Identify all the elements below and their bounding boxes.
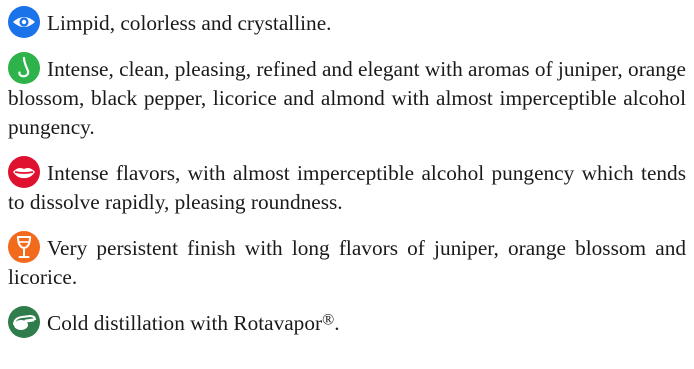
note-taste-text: Intense flavors, with almost imperceptib… [8, 161, 686, 214]
note-production: Cold distillation with Rotavapor®. [8, 306, 686, 338]
note-finish-text: Very persistent finish with long flavors… [8, 236, 686, 289]
mouth-icon [8, 156, 40, 188]
note-appearance: Limpid, colorless and crystalline. [8, 6, 686, 38]
note-aroma: Intense, clean, pleasing, refined and el… [8, 52, 686, 142]
note-taste: Intense flavors, with almost imperceptib… [8, 156, 686, 217]
nose-icon [8, 52, 40, 84]
note-appearance-text: Limpid, colorless and crystalline. [47, 11, 332, 35]
registered-mark: ® [322, 311, 335, 329]
note-aroma-text: Intense, clean, pleasing, refined and el… [8, 57, 686, 139]
distillation-icon [8, 306, 40, 338]
note-production-end: . [334, 311, 340, 335]
note-finish: Very persistent finish with long flavors… [8, 231, 686, 292]
note-production-text: Cold distillation with Rotavapor [47, 311, 323, 335]
wine-glass-icon [8, 231, 40, 263]
eye-icon [8, 6, 40, 38]
